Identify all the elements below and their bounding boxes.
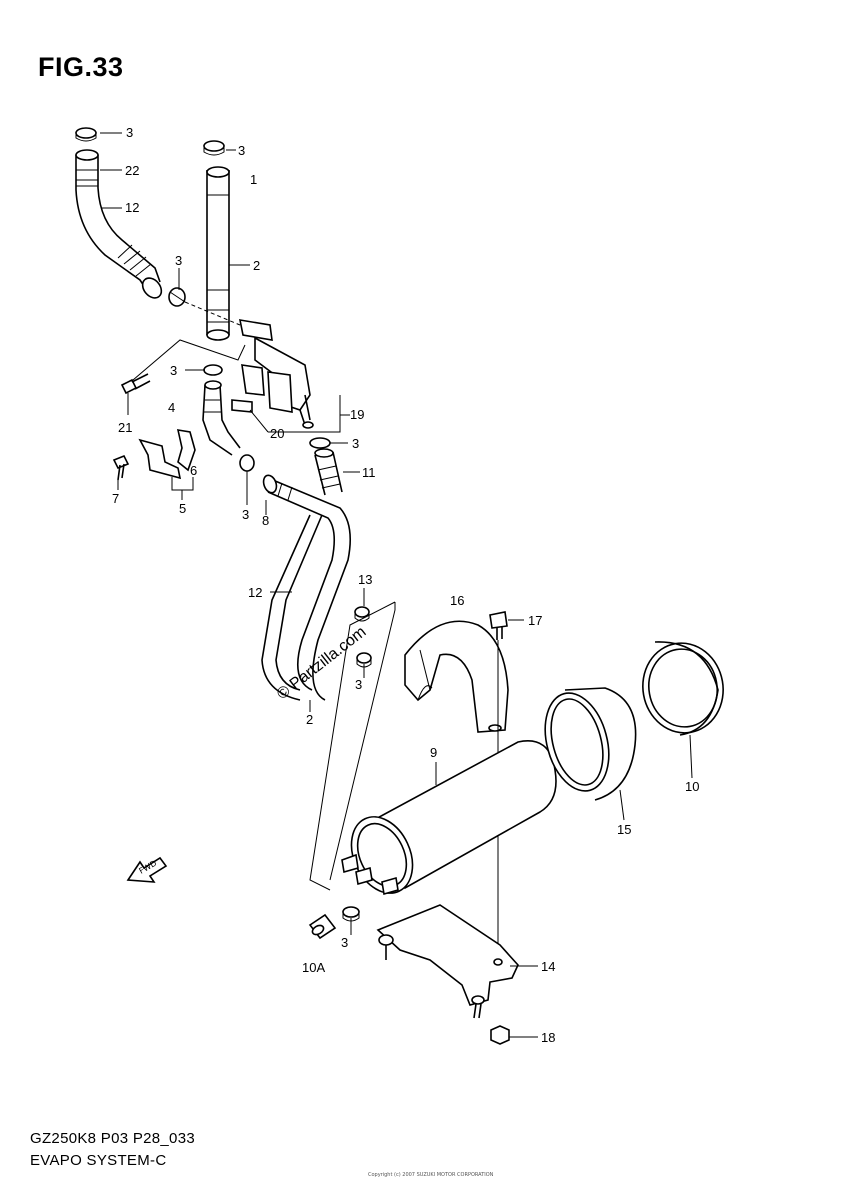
callout-19: 19	[350, 407, 364, 422]
hose-8-loop	[261, 474, 351, 701]
callout-9: 9	[430, 745, 437, 760]
nut-18	[490, 1025, 510, 1045]
callout-5: 5	[179, 501, 186, 516]
callout-3: 3	[355, 677, 362, 692]
callout-10: 10	[685, 779, 699, 794]
callout-20: 20	[270, 426, 284, 441]
callout-3: 3	[170, 363, 177, 378]
callout-1: 1	[250, 172, 257, 187]
callout-17: 17	[528, 613, 542, 628]
callout-8: 8	[262, 513, 269, 528]
copyright-fine-print: Copyright (c) 2007 SUZUKI MOTOR CORPORAT…	[368, 1172, 494, 1178]
clamp-3-a	[75, 127, 97, 142]
callout-2: 2	[253, 258, 260, 273]
valve-assembly-19	[231, 319, 314, 429]
footer-model-code: GZ250K8 P03 P28_033	[30, 1130, 195, 1147]
hose-12-upper	[75, 149, 163, 299]
bracket-5	[138, 429, 196, 480]
callout-2: 2	[306, 712, 313, 727]
clamp-3-b	[203, 140, 225, 156]
bracket-14	[376, 904, 519, 1019]
callout-3: 3	[242, 507, 249, 522]
cap-10A	[308, 913, 337, 940]
callout-3: 3	[352, 436, 359, 451]
callout-12: 12	[248, 585, 262, 600]
fitting-4	[202, 380, 241, 456]
callout-3: 3	[341, 935, 348, 950]
callout-18: 18	[541, 1030, 555, 1045]
callout-11: 11	[362, 465, 376, 480]
front-arrow-icon: FWD	[126, 856, 168, 883]
callout-7: 7	[112, 491, 119, 506]
callout-3: 3	[238, 143, 245, 158]
canister-9	[341, 740, 557, 896]
bolt-21	[120, 373, 151, 395]
callout-6: 6	[190, 463, 197, 478]
footer-figure-name: EVAPO SYSTEM-C	[30, 1152, 167, 1169]
callout-13: 13	[358, 572, 372, 587]
clamp-3-d	[203, 364, 223, 376]
ring-10	[642, 641, 724, 736]
bolt-17	[489, 611, 508, 640]
callout-3: 3	[175, 253, 182, 268]
callout-10A: 10A	[302, 960, 325, 975]
cover-16	[404, 620, 509, 733]
hose-11	[314, 448, 343, 496]
clamp-3-f	[309, 437, 331, 449]
clamp-3-e	[239, 454, 255, 472]
callout-21: 21	[118, 420, 132, 435]
bolt-7	[112, 454, 130, 481]
callout-12: 12	[125, 200, 139, 215]
band-15	[544, 687, 637, 801]
callout-4: 4	[168, 400, 175, 415]
clamp-3-c	[168, 287, 186, 307]
callout-15: 15	[617, 822, 631, 837]
figure-title: FIG.33	[38, 52, 124, 82]
callout-3: 3	[126, 125, 133, 140]
pipe-2-vertical	[206, 166, 230, 341]
callout-22: 22	[125, 163, 139, 178]
callout-14: 14	[541, 959, 555, 974]
clamp-13	[354, 606, 370, 622]
callout-16: 16	[450, 593, 464, 608]
